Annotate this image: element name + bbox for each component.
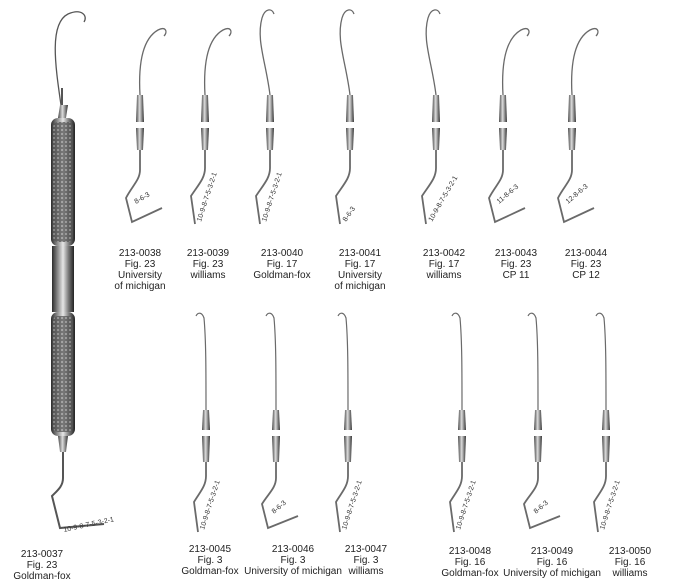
fig-213-0047: Fig. 3 bbox=[353, 555, 379, 566]
fig-213-0043: Fig. 23 bbox=[500, 259, 532, 270]
name-213-0039: williams bbox=[190, 270, 226, 281]
name-213-0047: williams bbox=[348, 566, 384, 577]
markings-213-0046: 8-6-3 bbox=[271, 500, 288, 516]
code-213-0044: 213-0044 bbox=[564, 248, 608, 259]
code-213-0042: 213-0042 bbox=[422, 248, 466, 259]
markings-213-0044: 12-8-6-3 bbox=[565, 183, 590, 205]
fig-213-0039: Fig. 23 bbox=[192, 259, 224, 270]
fig-213-0040: Fig. 17 bbox=[266, 259, 298, 270]
caption-213-0046: 213-0046 Fig. 3 University of michigan bbox=[233, 544, 353, 577]
instrument-213-0038-drawing: 8-6-3 bbox=[125, 28, 167, 224]
fig-213-0045: Fig. 3 bbox=[197, 555, 223, 566]
instrument-213-0041-drawing: 8-6-3 bbox=[335, 9, 357, 225]
instrument-213-0045-drawing: 10-9-8-7-5-3-2-1 bbox=[193, 312, 222, 533]
caption-213-0047: 213-0047 Fig. 3 williams bbox=[320, 544, 412, 577]
instrument-213-0042-drawing: 10-9-8-7-5-3-2-1 bbox=[421, 9, 459, 225]
name-213-0043: CP 11 bbox=[502, 270, 530, 281]
markings-213-0049: 8-6-3 bbox=[533, 500, 550, 516]
code-213-0038: 213-0038 bbox=[118, 248, 162, 259]
name-213-0037: Goldman-fox bbox=[13, 571, 71, 582]
caption-213-0038: 213-0038 Fig. 23 University of michigan bbox=[94, 248, 186, 292]
caption-213-0042: 213-0042 Fig. 17 williams bbox=[398, 248, 490, 281]
code-213-0049: 213-0049 bbox=[530, 546, 574, 557]
fig-213-0049: Fig. 16 bbox=[536, 557, 568, 568]
instrument-213-0037-drawing: 10-9-8-7-5-3-2-1 bbox=[50, 11, 115, 534]
caption-213-0044: 213-0044 Fig. 23 CP 12 bbox=[540, 248, 632, 281]
instrument-213-0047-drawing: 10-9-8-7-5-3-2-1 bbox=[335, 312, 364, 533]
code-213-0047: 213-0047 bbox=[344, 544, 388, 555]
fig-213-0048: Fig. 16 bbox=[454, 557, 486, 568]
instrument-213-0049-drawing: 8-6-3 bbox=[523, 312, 561, 530]
name-213-0041-line1: University bbox=[338, 270, 382, 281]
name-213-0040: Goldman-fox bbox=[253, 270, 311, 281]
top-row-drawings: 8-6-3 10-9-8-7-5-3-2-1 10-9-8-7-5-3-2-1 8-6… bbox=[125, 9, 599, 225]
code-213-0048: 213-0048 bbox=[448, 546, 492, 557]
name-213-0048: Goldman-fox bbox=[441, 568, 499, 579]
instrument-213-0040-drawing: 10-9-8-7-5-3-2-1 bbox=[255, 9, 284, 225]
instrument-213-0050-drawing: 10-9-8-7-5-3-2-1 bbox=[593, 312, 622, 533]
name-213-0045: Goldman-fox bbox=[181, 566, 239, 577]
markings-213-0040: 10-9-8-7-5-3-2-1 bbox=[261, 172, 284, 223]
code-213-0046: 213-0046 bbox=[271, 544, 315, 555]
code-213-0040: 213-0040 bbox=[260, 248, 304, 259]
instrument-213-0044-drawing: 12-8-6-3 bbox=[557, 28, 599, 224]
fig-213-0037: Fig. 23 bbox=[26, 560, 58, 571]
bottom-row-drawings: 10-9-8-7-5-3-2-1 8-6-3 10-9-8-7-5-3-2-1 10-… bbox=[193, 312, 622, 533]
fig-213-0038: Fig. 23 bbox=[124, 259, 156, 270]
name-213-0042: williams bbox=[426, 270, 462, 281]
fig-213-0042: Fig. 17 bbox=[428, 259, 460, 270]
code-213-0041: 213-0041 bbox=[338, 248, 382, 259]
markings-213-0037: 10-9-8-7-5-3-2-1 bbox=[63, 516, 115, 534]
caption-213-0049: 213-0049 Fig. 16 University of michigan bbox=[492, 546, 612, 579]
caption-213-0048: 213-0048 Fig. 16 Goldman-fox bbox=[424, 546, 516, 579]
caption-213-0039: 213-0039 Fig. 23 williams bbox=[162, 248, 254, 281]
name-213-0038-line1: University bbox=[118, 270, 162, 281]
fig-213-0041: Fig. 17 bbox=[344, 259, 376, 270]
markings-213-0038: 8-6-3 bbox=[134, 191, 152, 205]
instrument-213-0039-drawing: 10-9-8-7-5-3-2-1 bbox=[190, 28, 232, 225]
caption-213-0050: 213-0050 Fig. 16 williams bbox=[584, 546, 673, 579]
code-213-0037: 213-0037 bbox=[20, 549, 64, 560]
code-213-0050: 213-0050 bbox=[608, 546, 652, 557]
caption-213-0041: 213-0041 Fig. 17 University of michigan bbox=[314, 248, 406, 292]
name-213-0049: University of michigan bbox=[503, 568, 601, 579]
code-213-0045: 213-0045 bbox=[188, 544, 232, 555]
instrument-213-0043-drawing: 11-8-6-3 bbox=[488, 28, 530, 224]
fig-213-0046: Fig. 3 bbox=[280, 555, 306, 566]
fig-213-0050: Fig. 16 bbox=[614, 557, 646, 568]
instrument-213-0046-drawing: 8-6-3 bbox=[261, 312, 299, 530]
markings-213-0039: 10-9-8-7-5-3-2-1 bbox=[196, 172, 219, 223]
caption-213-0040: 213-0040 Fig. 17 Goldman-fox bbox=[236, 248, 328, 281]
name-213-0044: CP 12 bbox=[572, 270, 600, 281]
caption-213-0045: 213-0045 Fig. 3 Goldman-fox bbox=[164, 544, 256, 577]
caption-213-0037: 213-0037 Fig. 23 Goldman-fox bbox=[0, 549, 88, 582]
code-213-0039: 213-0039 bbox=[186, 248, 230, 259]
fig-213-0044: Fig. 23 bbox=[570, 259, 602, 270]
name-213-0038-line2: of michigan bbox=[114, 281, 166, 292]
code-213-0043: 213-0043 bbox=[494, 248, 538, 259]
markings-213-0043: 11-8-6-3 bbox=[496, 183, 520, 205]
caption-213-0043: 213-0043 Fig. 23 CP 11 bbox=[470, 248, 562, 281]
instrument-213-0048-drawing: 10-9-8-7-5-3-2-1 bbox=[449, 312, 478, 533]
markings-213-0041: 8-6-3 bbox=[342, 206, 357, 223]
name-213-0041-line2: of michigan bbox=[334, 281, 386, 292]
name-213-0046: University of michigan bbox=[244, 566, 342, 577]
name-213-0050: williams bbox=[612, 568, 648, 579]
